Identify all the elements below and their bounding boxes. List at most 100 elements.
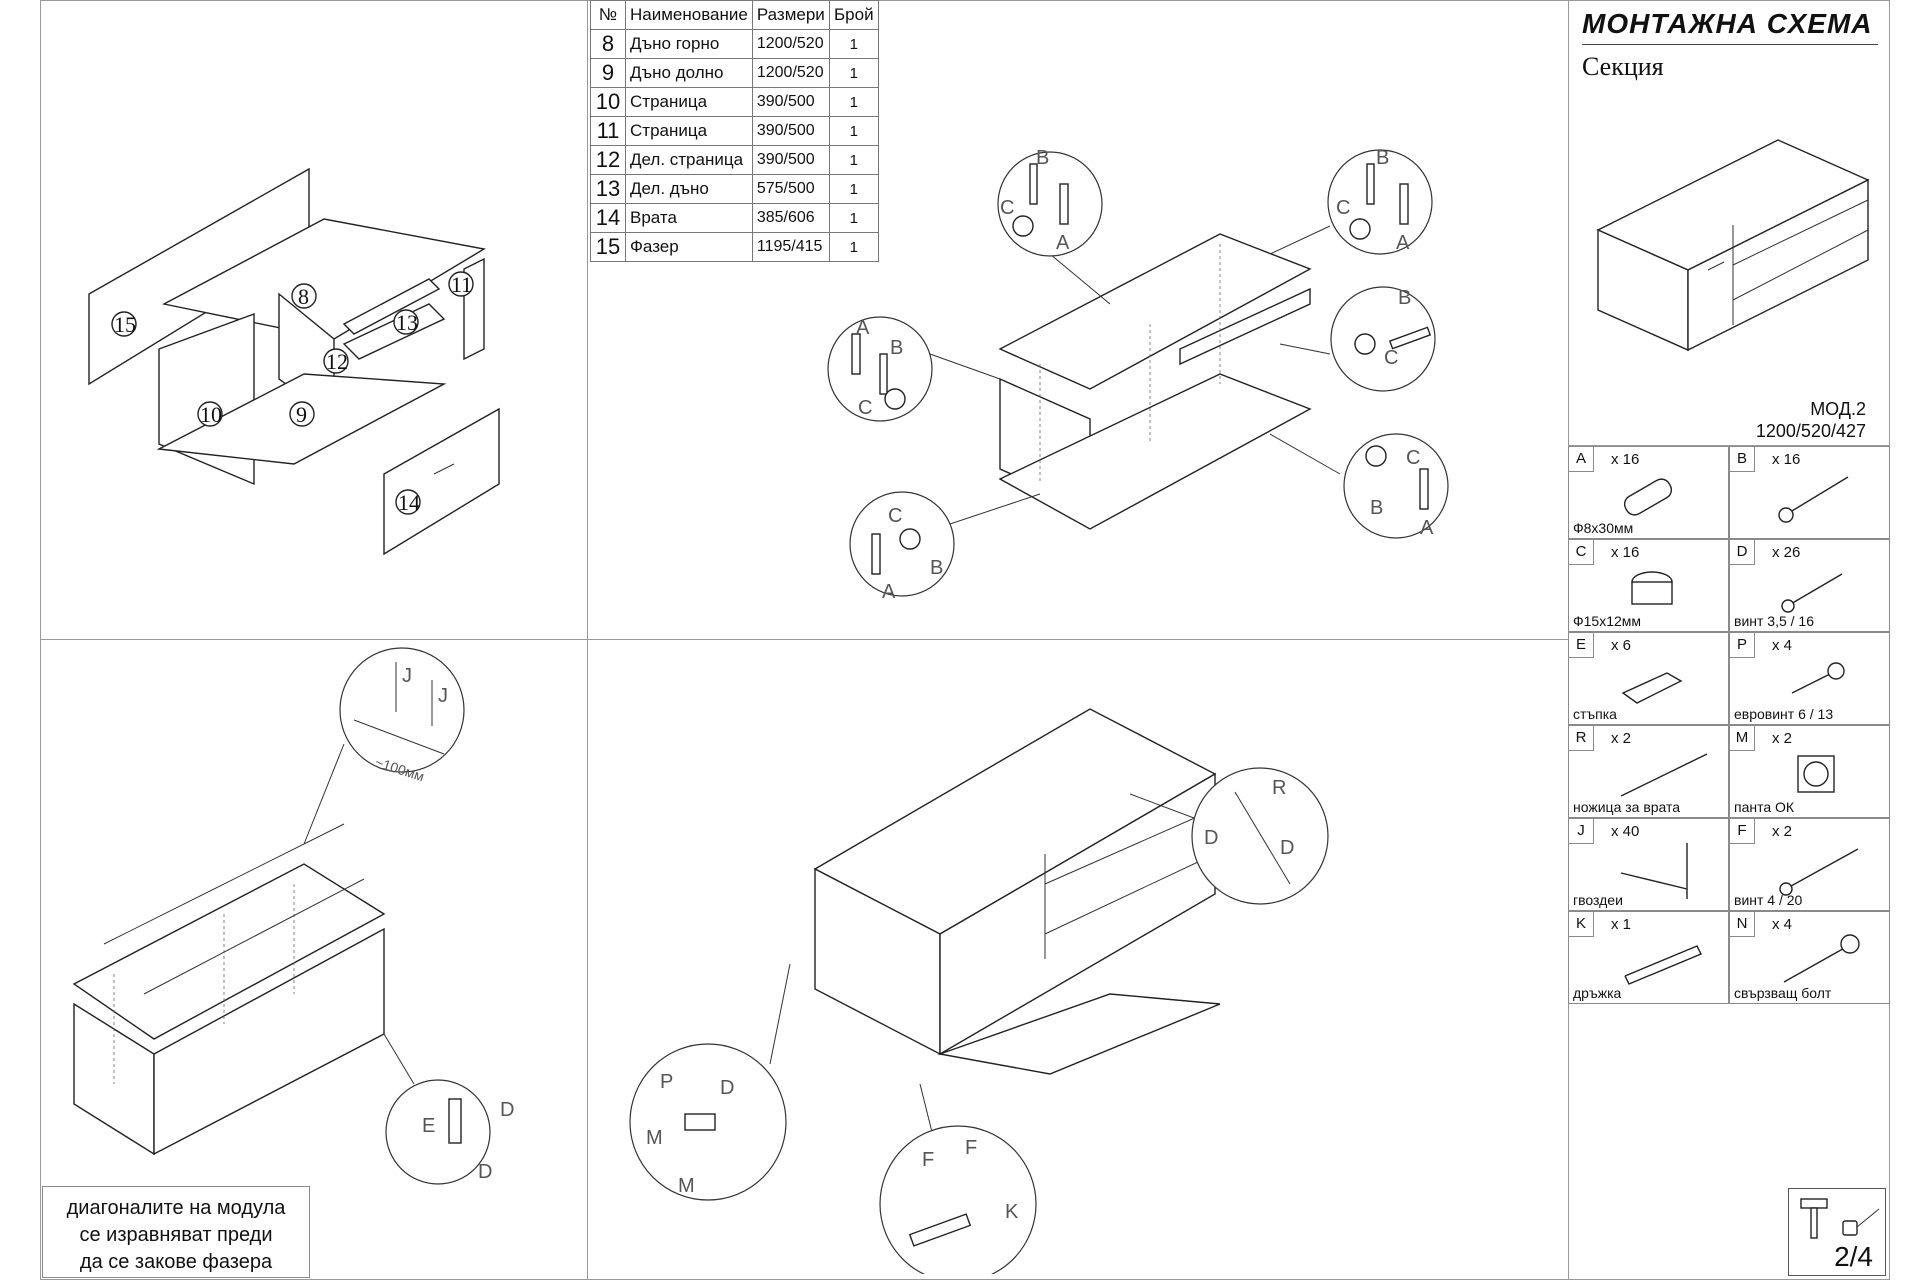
callout-br: B C A [1269,433,1449,539]
callout-letter: C [858,397,872,419]
model-name: МОД.2 [1810,399,1866,419]
cell-no: 9 [590,58,626,88]
hardware-qty: x 16 [1611,451,1640,468]
page-subtitle: Секция [1582,52,1664,81]
back-panel-view: J J ~100мм E D D [72,647,514,1185]
hardware-qty: x 4 [1772,916,1793,933]
wood-screw-icon [1781,573,1843,613]
cell-no: 10 [590,87,626,117]
callout-handle: F F K [879,1083,1037,1274]
door-mounting-view: R D D P D M M F F K [629,708,1329,1274]
hardware-desc: евровинт 6 / 13 [1734,706,1834,722]
cell-size: 575/500 [751,174,830,204]
part-label: 10 [200,402,222,427]
callout-letter: E [422,1115,435,1137]
callout-tl: B C A [997,147,1111,305]
long-screw-icon [1779,848,1859,896]
hardware-desc: гвоздеи [1573,892,1623,908]
cell-count: 1 [828,29,879,59]
hardware-qty: x 16 [1772,451,1801,468]
cam-lock-icon [1631,571,1673,605]
callout-letter: D [500,1099,514,1121]
part-label: 8 [298,284,309,309]
hardware-code: P [1730,633,1755,658]
callout-foot: E D D [383,1033,514,1185]
hardware-code: D [1730,540,1755,565]
callout-letter: C [888,505,902,527]
cell-name: Страница [625,87,753,117]
part-label: 15 [114,312,136,337]
callout-letter: B [1376,147,1389,169]
callout-letter: A [856,317,870,339]
model-info: МОД.2 1200/520/427 [1756,398,1866,442]
hardware-desc: дръжка [1573,985,1622,1001]
callout-letter: R [1272,777,1286,799]
hardware-code: M [1730,726,1755,751]
cell-name: Дел. страница [625,145,753,175]
callout-letter: C [1336,197,1350,219]
callout-letter: B [1398,287,1411,309]
hardware-desc: ножица за врата [1573,799,1681,815]
part-label: 11 [451,272,472,297]
callout-tr: B C A [1269,147,1433,255]
callout-letter: J [438,685,448,707]
dowel-icon [1623,478,1673,516]
callout-nails: J J ~100мм [303,647,465,845]
callout-letter: K [1005,1201,1019,1223]
foot-pad-icon [1621,672,1683,704]
hardware-desc: Ф8x30мм [1573,520,1634,536]
door-stay-icon [1620,753,1708,797]
hardware-desc: винт 4 / 20 [1734,892,1803,908]
callout-letter: A [1396,232,1410,254]
page-number: 2/4 [1834,1241,1873,1272]
hardware-qty: x 1 [1611,916,1632,933]
callout-mr: B C [1279,286,1436,392]
callout-ml: A B C [827,316,1001,422]
hardware-code: N [1730,912,1755,937]
confirmat-screw-icon [1778,476,1849,523]
hardware-desc: Ф15x12мм [1573,613,1642,629]
hardware-code: K [1569,912,1594,937]
hardware-qty: x 2 [1611,730,1632,747]
hardware-qty: x 2 [1772,730,1793,747]
cell-no: 15 [590,232,626,262]
hardware-qty: x 26 [1772,544,1801,561]
cell-name: Дъно долно [625,58,753,88]
handle-icon [1624,945,1702,985]
callout-letter: M [646,1127,663,1149]
cabinet-preview [1596,139,1870,352]
hardware-code: B [1730,447,1755,472]
title-rule [1582,44,1878,45]
table-header: № Наименование Размери Брой [590,0,879,30]
cell-name: Дел. дъно [625,174,753,204]
callout-letter: P [660,1071,673,1093]
callout-hinge: P D M M [629,963,791,1201]
callout-letter: A [1056,232,1070,254]
part-label: 13 [396,310,418,335]
hinge-icon [1797,755,1835,793]
cell-count: 1 [828,145,879,175]
col-size: Размери [751,0,830,30]
hardware-qty: x 6 [1611,637,1632,654]
part-number-labels: 15 8 11 13 12 10 9 14 [111,271,474,515]
part-label: 9 [296,402,307,427]
callout-letter: J [402,665,412,687]
callout-bl: C B A [849,491,1041,603]
callout-letter: A [1420,517,1434,539]
hardware-desc: панта ОК [1734,799,1795,815]
assembly-view: B C A B C A A B C B C B C A [827,147,1449,603]
hardware-code: J [1569,819,1594,844]
callout-letter: B [890,337,903,359]
